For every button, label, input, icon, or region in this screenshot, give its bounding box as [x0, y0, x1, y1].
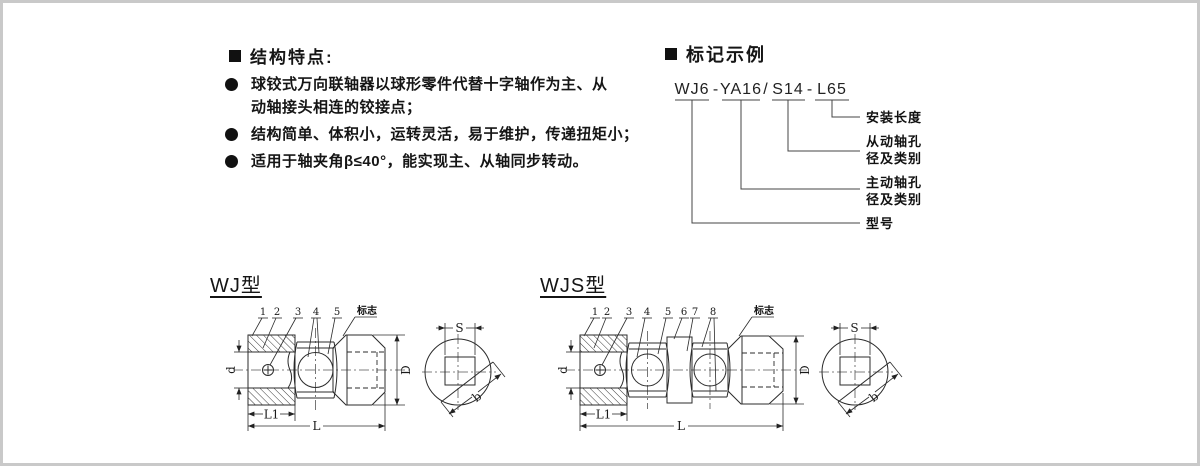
- label-driven-shaft-2: 径及类别: [866, 151, 922, 166]
- wjs-part-7: 7: [692, 307, 698, 318]
- marking-labels: 安装长度 从动轴孔 径及类别 主动轴孔 径及类别 型号: [866, 110, 922, 231]
- list-item: 结构简单、体积小，运转灵活，易于维护，传递扭矩小；: [225, 123, 638, 146]
- marking-section-heading: 标记示例: [665, 41, 766, 67]
- wj-dimension-L: L: [247, 393, 386, 433]
- wj-mark-label: 标志: [356, 304, 377, 317]
- feature-line: 结构简单、体积小，运转灵活，易于维护，传递扭矩小；: [251, 126, 639, 143]
- wjs-dimension-d: d: [556, 340, 580, 400]
- wj-dimension-b: b: [440, 361, 506, 418]
- feature-line: 适用于轴夹角β≤40°，能实现主、从轴同步转动。: [251, 153, 589, 170]
- marking-code-model: WJ6: [675, 81, 710, 98]
- wjs-part-2: 2: [604, 307, 610, 318]
- marking-code-length: L65: [817, 81, 847, 98]
- label-driven-shaft-1: 从动轴孔: [866, 134, 922, 149]
- wj-dimension-S: S: [436, 321, 484, 355]
- wjs-dim-d-label: d: [556, 366, 570, 374]
- wjs-type-title: WJS型: [540, 275, 607, 297]
- wjs-dim-b-label: b: [867, 389, 882, 405]
- marking-code-separator: -: [807, 81, 813, 98]
- features-heading-text: 结构特点:: [250, 48, 334, 67]
- wj-dim-S-label: S: [455, 321, 463, 335]
- marking-code-driving: YA16: [720, 81, 762, 98]
- marking-code-driven: S14: [772, 81, 803, 98]
- label-model: 型号: [866, 216, 894, 231]
- feature-text: 适用于轴夹角β≤40°，能实现主、从轴同步转动。: [251, 150, 588, 173]
- circle-bullet-icon: [225, 155, 238, 168]
- wj-type-title: WJ型: [210, 275, 262, 297]
- wjs-dimension-D: D: [770, 335, 812, 405]
- wjs-part-3: 3: [626, 307, 632, 318]
- wjs-part-5: 5: [665, 307, 671, 318]
- wj-end-view: [424, 338, 494, 406]
- wj-dimension-D: D: [373, 334, 413, 406]
- wj-part-2: 2: [274, 307, 280, 318]
- marking-heading-text: 标记示例: [686, 45, 766, 65]
- feature-text: 球铰式万向联轴器以球形零件代替十字轴作为主、从 动轴接头相连的铰接点；: [251, 73, 608, 119]
- square-bullet-icon: [665, 48, 677, 60]
- wj-part-4: 4: [313, 307, 319, 318]
- marking-code-separator: /: [763, 81, 768, 98]
- wjs-mark-callout: 标志: [738, 304, 774, 337]
- circle-bullet-icon: [225, 78, 238, 91]
- wjs-part-numbers: 1 2 3 4 5 6 7 8: [583, 307, 718, 392]
- wjs-mark-label: 标志: [753, 304, 774, 317]
- wjs-dim-D-label: D: [798, 365, 812, 375]
- wj-dim-D-label: D: [399, 365, 413, 375]
- label-driving-shaft-2: 径及类别: [866, 192, 922, 207]
- list-item: 适用于轴夹角β≤40°，能实现主、从轴同步转动。: [225, 150, 629, 173]
- wjs-part-6: 6: [681, 307, 687, 318]
- circle-bullet-icon: [225, 128, 238, 141]
- feature-text: 结构简单、体积小，运转灵活，易于维护，传递扭矩小；: [251, 123, 639, 146]
- wjs-dimension-S: S: [831, 321, 879, 355]
- wjs-part-8: 8: [710, 307, 716, 318]
- marking-code-separator: -: [713, 81, 719, 98]
- wj-dim-L1-label: L1: [264, 408, 280, 422]
- label-driving-shaft-1: 主动轴孔: [866, 175, 922, 190]
- wj-part-1: 1: [260, 307, 266, 318]
- marking-code: WJ6 - YA16 / S14 - L65: [675, 81, 847, 98]
- wj-dimension-L1: L1: [247, 405, 296, 422]
- wjs-drawing: d D L1 L 1 2 3: [556, 304, 903, 433]
- wj-dim-d-label: d: [224, 366, 238, 374]
- wj-mark-callout: 标志: [342, 304, 377, 337]
- list-item: 球铰式万向联轴器以球形零件代替十字轴作为主、从 动轴接头相连的铰接点；: [225, 73, 629, 119]
- wjs-dim-L1-label: L1: [596, 408, 612, 422]
- feature-line: 球铰式万向联轴器以球形零件代替十字轴作为主、从: [251, 76, 608, 93]
- wjs-dimension-L1: L1: [579, 405, 628, 422]
- wjs-right-block: [727, 335, 784, 405]
- wjs-part-1: 1: [592, 307, 598, 318]
- wjs-ball-joint-2: [689, 342, 731, 398]
- label-install-length: 安装长度: [866, 110, 922, 125]
- wj-part-numbers: 1 2 3 4 5: [251, 307, 342, 366]
- wjs-middle-block: [666, 336, 693, 404]
- wjs-dim-L-label: L: [677, 419, 685, 433]
- wjs-dimension-L: L: [579, 393, 784, 433]
- wj-dim-L-label: L: [313, 419, 321, 433]
- wjs-dim-S-label: S: [850, 321, 858, 335]
- wj-part-5: 5: [334, 307, 340, 318]
- marking-example-diagram: WJ6 - YA16 / S14 - L65 安装长度 从动轴孔 径及类别 主动…: [675, 81, 922, 231]
- wj-dim-b-label: b: [470, 389, 485, 405]
- wjs-part-4: 4: [644, 307, 650, 318]
- wjs-left-hub: [579, 334, 628, 406]
- wj-drawing: d D L1 L 1 2 3: [224, 304, 506, 433]
- wj-part-3: 3: [295, 307, 301, 318]
- features-list: 球铰式万向联轴器以球形零件代替十字轴作为主、从 动轴接头相连的铰接点； 结构简单…: [225, 73, 638, 177]
- marking-connector-lines: [691, 100, 860, 224]
- feature-line: 动轴接头相连的铰接点；: [251, 99, 422, 116]
- wj-dimension-d: d: [224, 340, 248, 400]
- wjs-end-view: [821, 338, 891, 406]
- square-bullet-icon: [229, 49, 241, 62]
- features-section-heading: 结构特点:: [229, 43, 334, 68]
- wj-right-block: [332, 334, 386, 406]
- wj-left-hub: [247, 334, 296, 406]
